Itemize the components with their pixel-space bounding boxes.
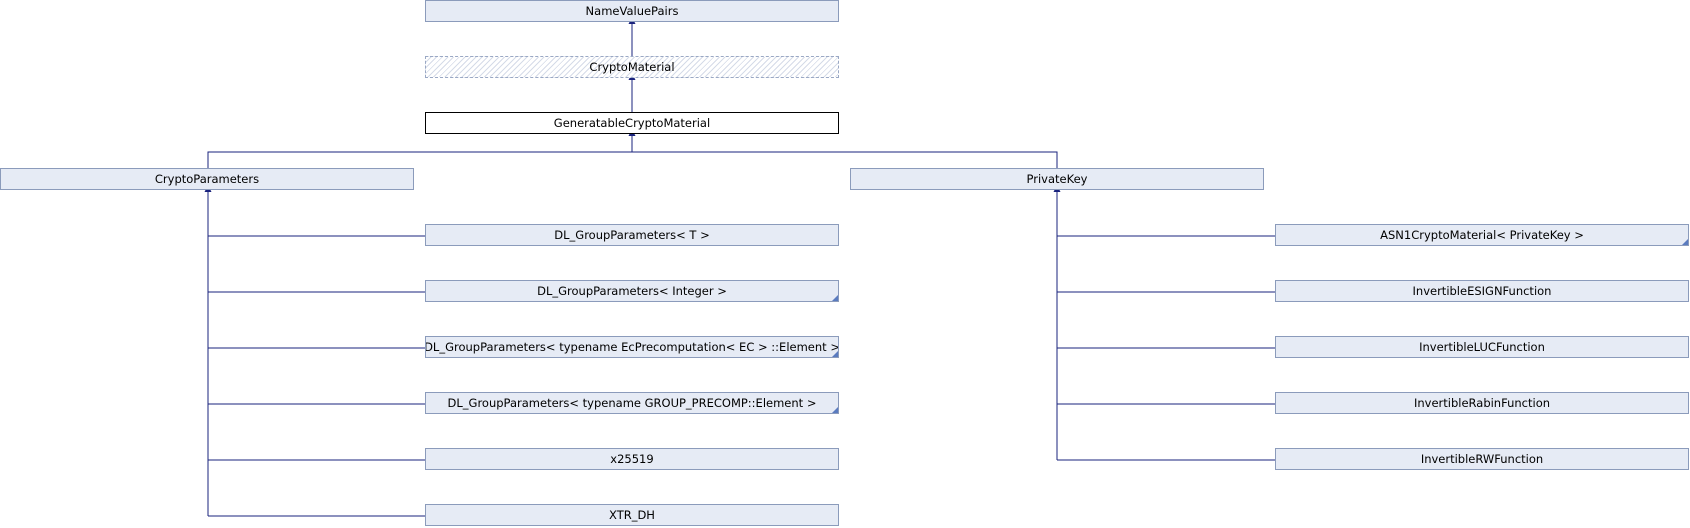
- truncation-marker-icon: [1682, 239, 1688, 245]
- node-label: InvertibleESIGNFunction: [1412, 284, 1552, 298]
- node-label: ASN1CryptoMaterial< PrivateKey >: [1380, 228, 1584, 242]
- node-label: DL_GroupParameters< Integer >: [537, 284, 727, 298]
- truncation-marker-icon: [832, 407, 838, 413]
- node-label: PrivateKey: [1026, 172, 1088, 186]
- node-invertible-esign-function[interactable]: InvertibleESIGNFunction: [1275, 280, 1689, 302]
- node-name-value-pairs[interactable]: NameValuePairs: [425, 0, 839, 22]
- node-crypto-parameters[interactable]: CryptoParameters: [0, 168, 414, 190]
- node-dl-group-parameters-ec[interactable]: DL_GroupParameters< typename EcPrecomput…: [425, 336, 839, 358]
- node-xtr-dh[interactable]: XTR_DH: [425, 504, 839, 526]
- node-invertible-luc-function[interactable]: InvertibleLUCFunction: [1275, 336, 1689, 358]
- node-label: XTR_DH: [609, 508, 655, 522]
- node-invertible-rw-function[interactable]: InvertibleRWFunction: [1275, 448, 1689, 470]
- node-dl-group-parameters-t[interactable]: DL_GroupParameters< T >: [425, 224, 839, 246]
- node-private-key[interactable]: PrivateKey: [850, 168, 1264, 190]
- node-label: DL_GroupParameters< typename EcPrecomput…: [425, 340, 839, 354]
- node-dl-group-parameters-integer[interactable]: DL_GroupParameters< Integer >: [425, 280, 839, 302]
- node-label: GeneratableCryptoMaterial: [553, 116, 711, 130]
- truncation-marker-icon: [832, 295, 838, 301]
- node-label: InvertibleLUCFunction: [1419, 340, 1545, 354]
- node-asn1-crypto-material-private-key[interactable]: ASN1CryptoMaterial< PrivateKey >: [1275, 224, 1689, 246]
- truncation-marker-icon: [832, 351, 838, 357]
- node-generatable-crypto-material[interactable]: GeneratableCryptoMaterial: [425, 112, 839, 134]
- node-x25519[interactable]: x25519: [425, 448, 839, 470]
- edge-cryptoparameters-and-privatekey-to-generatable: [207, 151, 1058, 168]
- node-label: x25519: [610, 452, 654, 466]
- node-label: NameValuePairs: [585, 4, 679, 18]
- node-label: DL_GroupParameters< T >: [554, 228, 710, 242]
- node-label: InvertibleRabinFunction: [1413, 396, 1551, 410]
- node-crypto-material[interactable]: CryptoMaterial: [425, 56, 839, 78]
- node-dl-group-parameters-group-precomp[interactable]: DL_GroupParameters< typename GROUP_PRECO…: [425, 392, 839, 414]
- node-label: InvertibleRWFunction: [1420, 452, 1544, 466]
- node-label: CryptoParameters: [154, 172, 260, 186]
- node-label: CryptoMaterial: [589, 60, 675, 74]
- node-label: DL_GroupParameters< typename GROUP_PRECO…: [447, 396, 817, 410]
- node-invertible-rabin-function[interactable]: InvertibleRabinFunction: [1275, 392, 1689, 414]
